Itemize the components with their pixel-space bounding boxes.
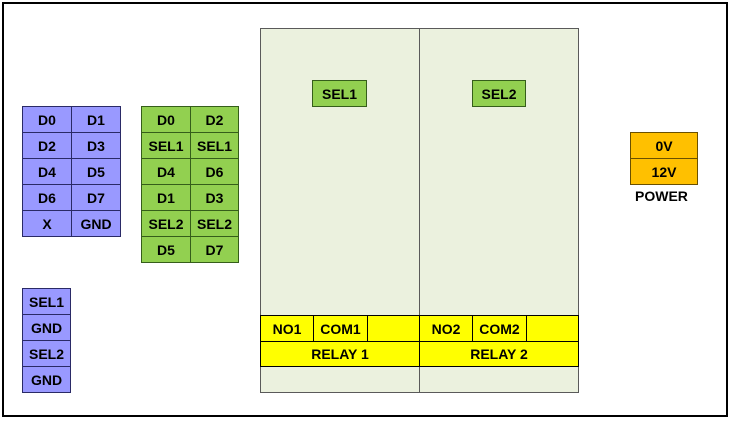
green-pin: SEL2 xyxy=(190,210,239,237)
green-pin: SEL2 xyxy=(141,210,191,237)
power-pin-0v: 0V xyxy=(630,132,698,159)
select-pin: GND xyxy=(22,366,71,393)
blue-pin: D6 xyxy=(22,184,72,211)
green-pin: SEL1 xyxy=(141,132,191,159)
relay-1-label: RELAY 1 xyxy=(260,341,420,367)
blue-pin: D0 xyxy=(22,106,72,133)
power-connector: 0V 12V xyxy=(630,132,698,185)
green-pin: D2 xyxy=(190,106,239,133)
select-header: SEL1 GND SEL2 GND xyxy=(22,288,71,393)
blue-pin: D7 xyxy=(71,184,121,211)
green-pin: D1 xyxy=(141,184,191,211)
relay-2-terminal-strip: NO2 COM2 RELAY 2 xyxy=(419,315,579,367)
green-pin: D5 xyxy=(141,236,191,263)
relay-2-select-pin: SEL2 xyxy=(472,80,526,107)
relay-2-spare-terminal xyxy=(526,315,579,342)
green-pin: D4 xyxy=(141,158,191,185)
green-data-header: D0 D2 SEL1 SEL1 D4 D6 D1 D3 SEL2 SEL2 D5… xyxy=(141,106,239,263)
blue-pin: D3 xyxy=(71,132,121,159)
relay-2-com-terminal: COM2 xyxy=(472,315,527,342)
blue-pin: X xyxy=(22,210,72,237)
select-pin: SEL2 xyxy=(22,340,71,367)
green-pin: D0 xyxy=(141,106,191,133)
relay-2-no-terminal: NO2 xyxy=(419,315,473,342)
blue-pin: D1 xyxy=(71,106,121,133)
select-pin: GND xyxy=(22,314,71,341)
relay-1-select-pin: SEL1 xyxy=(312,80,367,107)
green-pin: SEL1 xyxy=(190,132,239,159)
blue-data-header: D0 D1 D2 D3 D4 D5 D6 D7 X GND xyxy=(22,106,121,237)
green-pin: D7 xyxy=(190,236,239,263)
relay-1-spare-terminal xyxy=(367,315,420,342)
blue-pin: D2 xyxy=(22,132,72,159)
power-label: POWER xyxy=(635,188,688,204)
green-pin: D3 xyxy=(190,184,239,211)
relay-1-terminal-strip: NO1 COM1 RELAY 1 xyxy=(260,315,420,367)
blue-pin: D4 xyxy=(22,158,72,185)
relay-1-com-terminal: COM1 xyxy=(313,315,368,342)
green-pin: D6 xyxy=(190,158,239,185)
blue-pin: D5 xyxy=(71,158,121,185)
relay-2-label: RELAY 2 xyxy=(419,341,579,367)
select-pin: SEL1 xyxy=(22,288,71,315)
relay-1-no-terminal: NO1 xyxy=(260,315,314,342)
blue-pin: GND xyxy=(71,210,121,237)
power-pin-12v: 12V xyxy=(630,158,698,185)
